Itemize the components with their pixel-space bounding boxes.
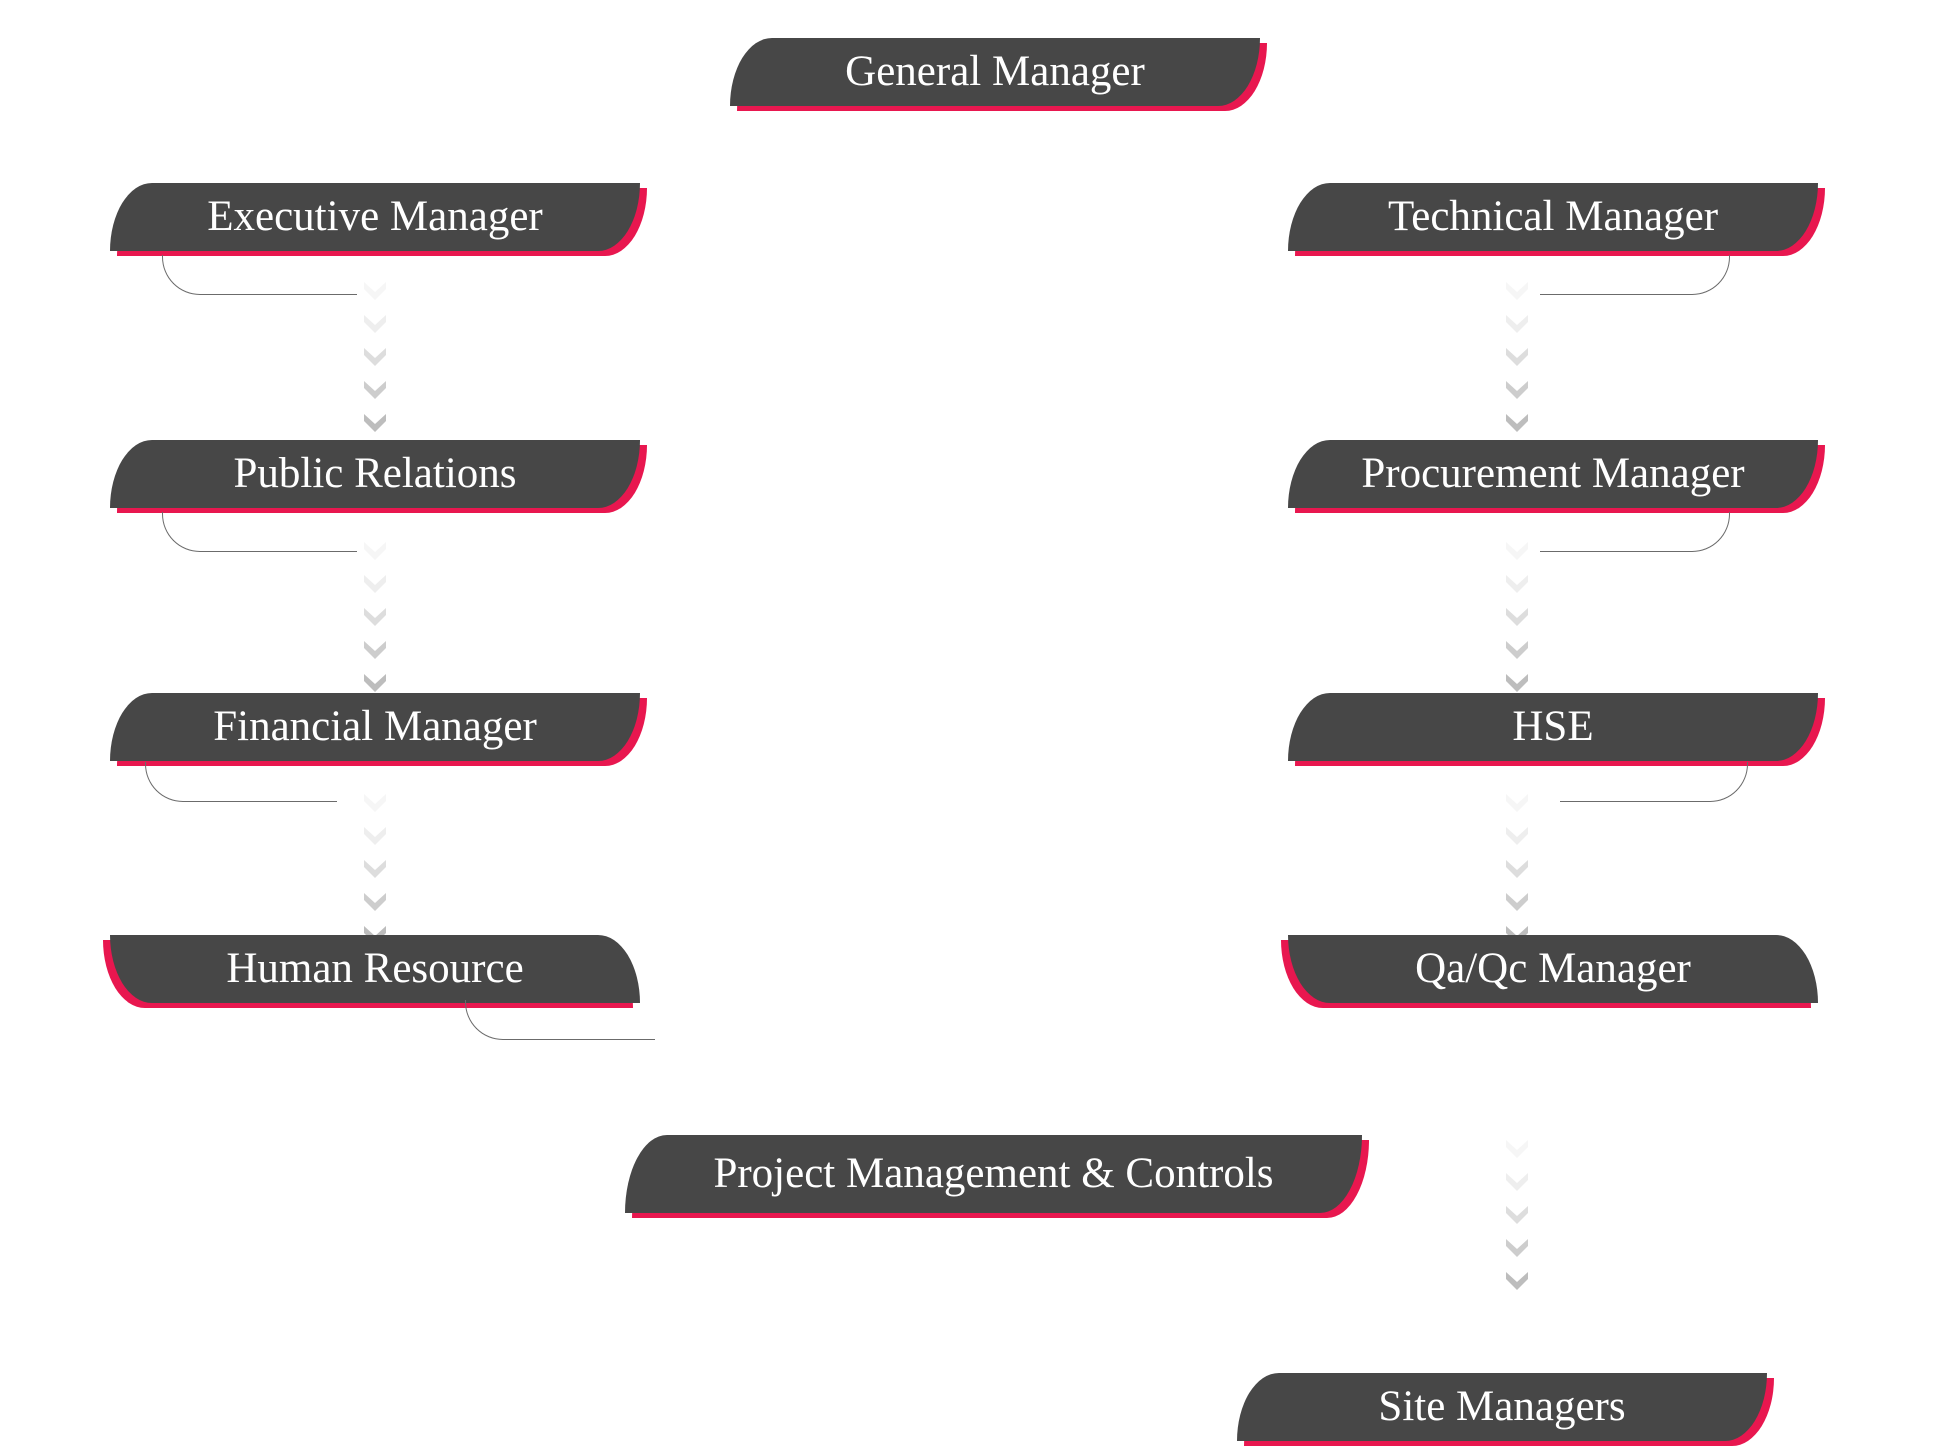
chevron-down-icon	[363, 313, 387, 335]
chevron-down-icon	[1505, 891, 1529, 913]
chevron-down-icon	[1505, 1237, 1529, 1259]
connector-line	[465, 1000, 655, 1040]
chevron-down-icon	[1505, 792, 1529, 814]
node-label: Technical Manager	[1387, 193, 1719, 240]
node-project-management-controls: Project Management & Controls	[625, 1135, 1362, 1213]
chevron-down-icon	[1505, 1138, 1529, 1160]
node-human-resource: Human Resource	[110, 935, 640, 1003]
node-hse: HSE	[1288, 693, 1818, 761]
chevron-down-icon	[1505, 1270, 1529, 1292]
connector-line	[145, 762, 337, 802]
chevron-down-icon	[1505, 379, 1529, 401]
chevron-down-icon	[363, 891, 387, 913]
chevron-down-icon	[1505, 1204, 1529, 1226]
node-label: General Manager	[845, 48, 1145, 95]
node-label: Public Relations	[233, 450, 517, 497]
node-label: Human Resource	[226, 945, 524, 992]
chevron-down-icon	[363, 540, 387, 562]
connector-line	[162, 255, 357, 295]
chevron-down-icon	[1505, 573, 1529, 595]
chevron-down-icon	[1505, 825, 1529, 847]
chevron-down-icon	[1505, 639, 1529, 661]
chevron-down-icon	[363, 379, 387, 401]
node-label: HSE	[1512, 703, 1594, 750]
node-technical-manager: Technical Manager	[1288, 183, 1818, 251]
chevron-down-icon	[363, 412, 387, 434]
node-label: Project Management & Controls	[713, 1150, 1274, 1197]
chevron-down-icon	[1505, 313, 1529, 335]
chevron-down-icon	[363, 858, 387, 880]
chevron-down-icon	[1505, 672, 1529, 694]
chevron-down-icon	[1505, 346, 1529, 368]
chevron-down-icon	[363, 639, 387, 661]
connector-line	[1540, 512, 1730, 552]
node-label: Executive Manager	[207, 193, 543, 240]
node-procurement-manager: Procurement Manager	[1288, 440, 1818, 508]
node-public-relations: Public Relations	[110, 440, 640, 508]
connector-line	[1540, 255, 1730, 295]
node-site-managers: Site Managers	[1237, 1373, 1767, 1441]
chevron-down-icon	[1505, 412, 1529, 434]
chevron-down-icon	[1505, 858, 1529, 880]
connector-line	[1560, 762, 1748, 802]
chevron-down-icon	[363, 606, 387, 628]
node-label: Procurement Manager	[1361, 450, 1745, 497]
chevron-down-icon	[1505, 280, 1529, 302]
chevron-down-icon	[1505, 540, 1529, 562]
chevron-down-icon	[1505, 606, 1529, 628]
chevron-down-icon	[363, 280, 387, 302]
chevron-down-icon	[1505, 1171, 1529, 1193]
chevron-down-icon	[363, 792, 387, 814]
node-label: Qa/Qc Manager	[1415, 945, 1691, 992]
node-financial-manager: Financial Manager	[110, 693, 640, 761]
chevron-down-icon	[363, 346, 387, 368]
node-executive-manager: Executive Manager	[110, 183, 640, 251]
node-general-manager: General Manager	[730, 38, 1260, 106]
chevron-down-icon	[363, 825, 387, 847]
node-label: Site Managers	[1378, 1383, 1626, 1430]
chevron-down-icon	[363, 672, 387, 694]
node-qa-qc-manager: Qa/Qc Manager	[1288, 935, 1818, 1003]
chevron-down-icon	[363, 573, 387, 595]
node-label: Financial Manager	[213, 703, 537, 750]
connector-line	[162, 512, 357, 552]
